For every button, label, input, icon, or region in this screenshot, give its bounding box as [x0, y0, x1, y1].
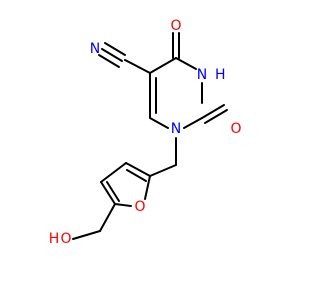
bond-o-fc2	[144, 175, 151, 200]
molecule-drawing: N O N H O N O H O	[49, 18, 242, 247]
bond-c-cn	[124, 59, 151, 74]
atom-o-top: O	[170, 18, 181, 34]
atom-h-on-n3: H	[215, 67, 226, 83]
atom-o-furan: O	[134, 199, 145, 215]
atom-o-right: O	[230, 121, 241, 137]
bond-c2-o-b	[204, 109, 228, 124]
bond-c5-c4	[149, 57, 177, 74]
bond-n1-c6	[149, 117, 169, 129]
bond-fc5-o	[114, 203, 132, 207]
structure-canvas: N O N H O N O H O	[49, 18, 242, 247]
bond-ch2-furan	[149, 164, 177, 177]
bond-nitrile-1	[104, 42, 126, 56]
bond-lines	[72, 32, 228, 240]
bond-fc5-ch2	[99, 203, 116, 232]
atom-n-nitrile: N	[90, 41, 100, 57]
atom-o-hydroxyl: O	[60, 231, 71, 247]
bond-fc2-fc3-double	[126, 169, 147, 182]
bond-nitrile-2	[101, 48, 123, 62]
atom-labels: N O N H O N O H O	[49, 18, 242, 247]
atom-n1: N	[171, 121, 181, 137]
bond-fc3-fc4	[100, 162, 127, 183]
bond-c2-o-a	[201, 104, 225, 119]
atom-n3: N	[197, 67, 207, 83]
bond-fc4-fc5-double	[106, 181, 120, 202]
bond-fc2-fc3	[125, 162, 151, 177]
bond-fc4-fc5	[100, 181, 116, 205]
bond-c4-n3	[175, 57, 197, 70]
bond-nitrile-3	[98, 54, 120, 68]
bond-ch2-oh	[72, 230, 101, 240]
bond-c2-n1	[183, 117, 203, 129]
atom-h-hydroxyl: H	[49, 231, 60, 247]
